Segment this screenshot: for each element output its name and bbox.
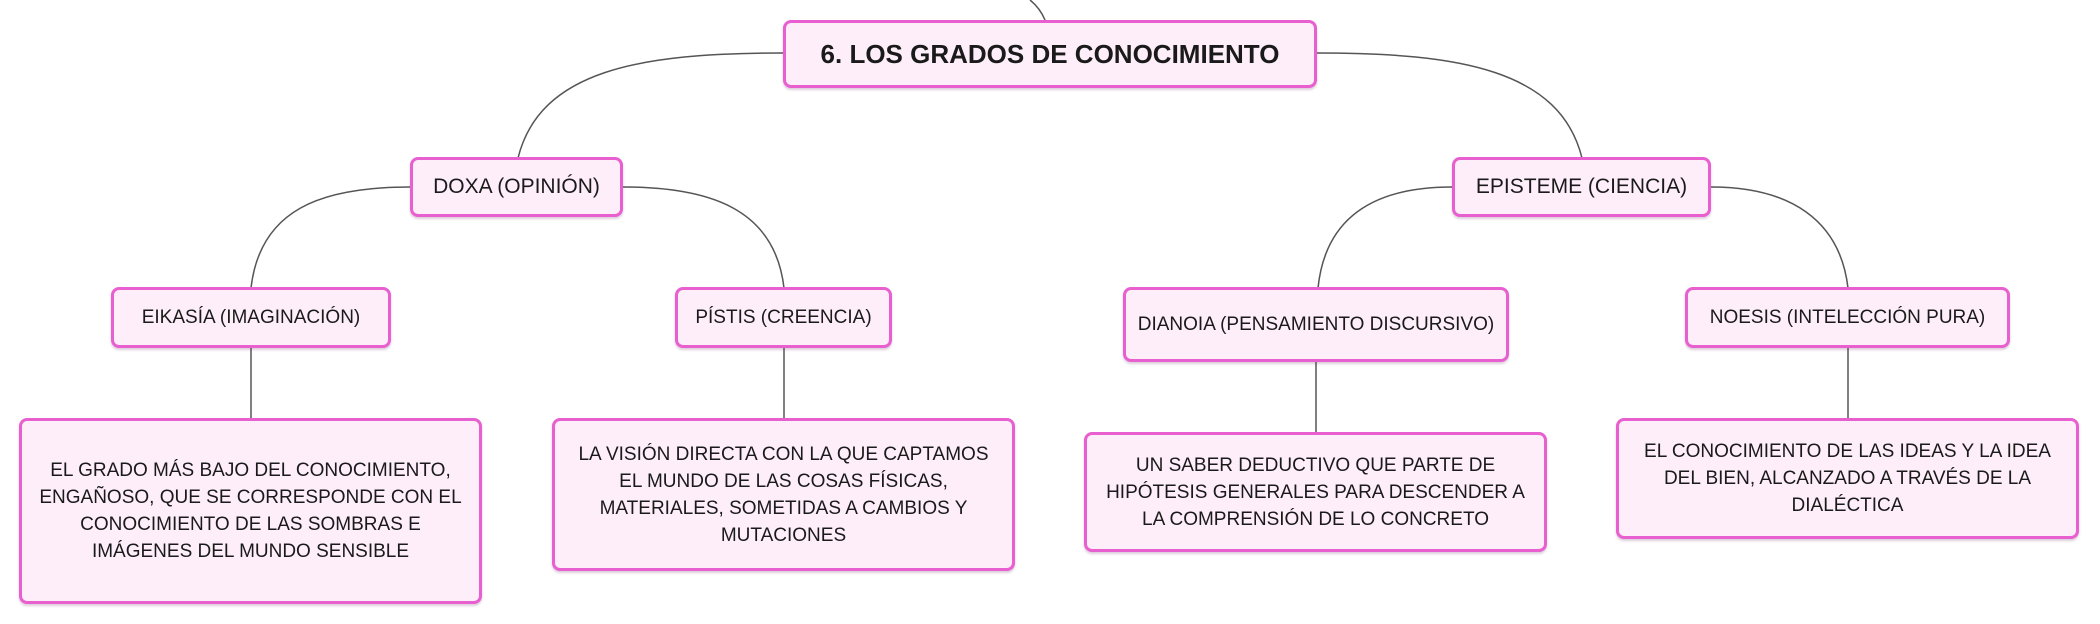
topic-doxa-label: DOXA (OPINIÓN)	[433, 175, 600, 198]
connector-episteme-noesis	[1710, 186, 1849, 289]
topic-doxa[interactable]: DOXA (OPINIÓN)	[410, 157, 623, 217]
subtopic-eikasia[interactable]: EIKASÍA (IMAGINACIÓN)	[111, 287, 391, 348]
connector-root-doxa	[517, 52, 784, 159]
topic-episteme[interactable]: EPISTEME (CIENCIA)	[1452, 157, 1711, 217]
connector-root-episteme	[1316, 52, 1583, 159]
subtopic-dianoia[interactable]: DIANOIA (PENSAMIENTO DISCURSIVO)	[1123, 287, 1509, 362]
connector-doxa-eikasia	[250, 186, 411, 289]
subtopic-dianoia-label: DIANOIA (PENSAMIENTO DISCURSIVO)	[1137, 313, 1495, 335]
connector-doxa-pistis	[622, 186, 785, 289]
description-dianoia-text: UN SABER DEDUCTIVO QUE PARTE DE HIPÓTESI…	[1106, 454, 1525, 530]
description-dianoia[interactable]: UN SABER DEDUCTIVO QUE PARTE DE HIPÓTESI…	[1084, 432, 1547, 552]
connector-episteme-dianoia	[1317, 186, 1453, 289]
subtopic-eikasia-label: EIKASÍA (IMAGINACIÓN)	[141, 306, 361, 328]
description-pistis[interactable]: LA VISIÓN DIRECTA CON LA QUE CAPTAMOS EL…	[552, 418, 1015, 571]
topic-episteme-label: EPISTEME (CIENCIA)	[1475, 175, 1688, 198]
description-eikasia-text: EL GRADO MÁS BAJO DEL CONOCIMIENTO, ENGA…	[39, 460, 462, 562]
description-noesis-text: EL CONOCIMIENTO DE LAS IDEAS Y LA IDEA D…	[1644, 441, 2051, 516]
description-eikasia[interactable]: EL GRADO MÁS BAJO DEL CONOCIMIENTO, ENGA…	[19, 418, 482, 604]
root-topic-label: 6. LOS GRADOS DE CONOCIMIENTO	[820, 38, 1280, 69]
subtopic-noesis-label: NOESIS (INTELECCIÓN PURA)	[1709, 306, 1986, 328]
root-topic[interactable]: 6. LOS GRADOS DE CONOCIMIENTO	[783, 20, 1317, 88]
description-noesis[interactable]: EL CONOCIMIENTO DE LAS IDEAS Y LA IDEA D…	[1616, 418, 2079, 539]
connector-root-parent	[1029, 0, 1046, 21]
description-pistis-text: LA VISIÓN DIRECTA CON LA QUE CAPTAMOS EL…	[578, 443, 989, 546]
subtopic-pistis-label: PÍSTIS (CREENCIA)	[695, 306, 872, 328]
subtopic-noesis[interactable]: NOESIS (INTELECCIÓN PURA)	[1685, 287, 2010, 348]
subtopic-pistis[interactable]: PÍSTIS (CREENCIA)	[675, 287, 892, 348]
